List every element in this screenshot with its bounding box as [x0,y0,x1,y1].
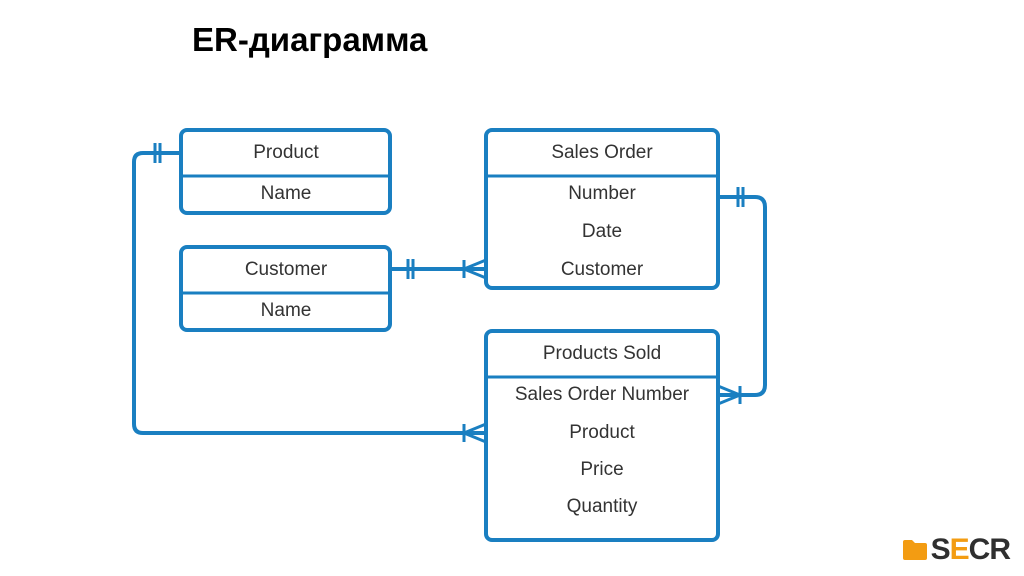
entity-field: Customer [561,259,644,280]
one-mark-icon [153,143,162,163]
logo-text: SECR [930,533,1011,566]
entity-products-sold: Products Sold Sales Order Number Product… [484,329,720,542]
logo-text-post: CR [968,533,1011,566]
entity-customer: Customer Name [179,245,392,332]
one-mark-icon [736,187,745,207]
many-mark-icon [462,258,487,280]
folder-icon [902,540,927,560]
one-mark-icon [406,259,415,279]
entity-field: Number [568,183,636,204]
secr-logo: SECR [902,533,1011,566]
logo-text-hl: E [949,533,970,566]
connector-product-products-sold [132,151,486,435]
entity-title: Product [253,142,319,163]
entity-field: Price [580,459,623,480]
many-mark-icon [717,384,742,406]
entity-title: Customer [245,259,328,280]
entity-field: Name [261,300,312,321]
entity-field: Date [582,221,622,242]
entity-field: Product [569,422,635,443]
entity-title: Sales Order [551,142,653,163]
entity-title: Products Sold [543,343,661,364]
entity-field: Name [261,183,312,204]
entity-field: Quantity [567,496,638,517]
entity-sales-order: Sales Order Number Date Customer [484,128,720,290]
slide-title: ER-диаграмма [192,21,428,58]
logo-text-pre: S [930,533,951,566]
entity-product: Product Name [179,128,392,215]
entity-field: Sales Order Number [515,384,690,405]
connector-sales-order-products-sold [718,195,767,397]
many-mark-icon [462,422,487,444]
